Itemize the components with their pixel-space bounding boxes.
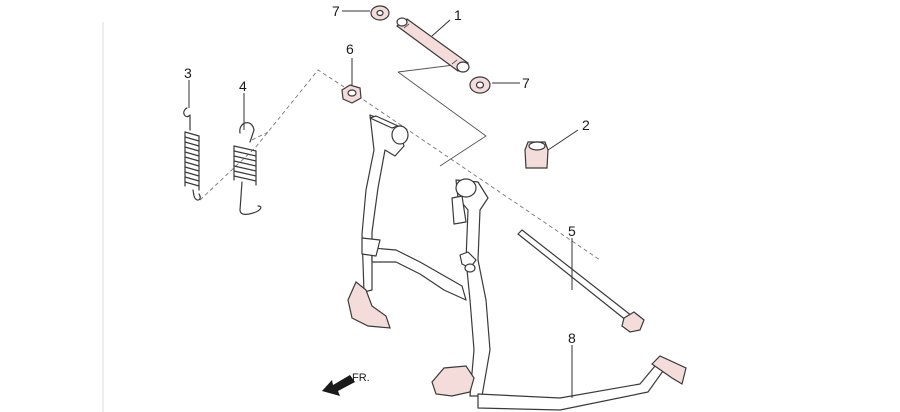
main-stand-part: [347, 114, 687, 411]
washer-lower-part: [469, 76, 491, 94]
callout-leaders: [188, 10, 579, 398]
long-bolt-part: [517, 229, 645, 333]
callout-numbers: 7 1 6 7 3 4 2 5 8: [184, 3, 590, 346]
callout-6: 6: [346, 41, 354, 57]
callout-4: 4: [239, 78, 247, 94]
callout-2: 2: [582, 117, 590, 133]
nut-part: [341, 84, 362, 104]
spring-small-part: [183, 107, 201, 201]
callout-1: 1: [454, 7, 462, 23]
callout-7-lower: 7: [522, 75, 530, 91]
callout-7-top: 7: [332, 3, 340, 19]
callout-8: 8: [568, 330, 576, 346]
pivot-shaft-part: [395, 17, 470, 73]
front-arrow-icon: [322, 375, 355, 396]
callout-5: 5: [568, 223, 576, 239]
front-direction-indicator: FR.: [322, 372, 370, 396]
washer-top-part: [370, 5, 390, 21]
front-direction-label: FR.: [352, 372, 370, 384]
callout-3: 3: [184, 65, 192, 81]
rubber-stopper-part: [524, 141, 549, 169]
spring-large-part: [233, 122, 262, 215]
